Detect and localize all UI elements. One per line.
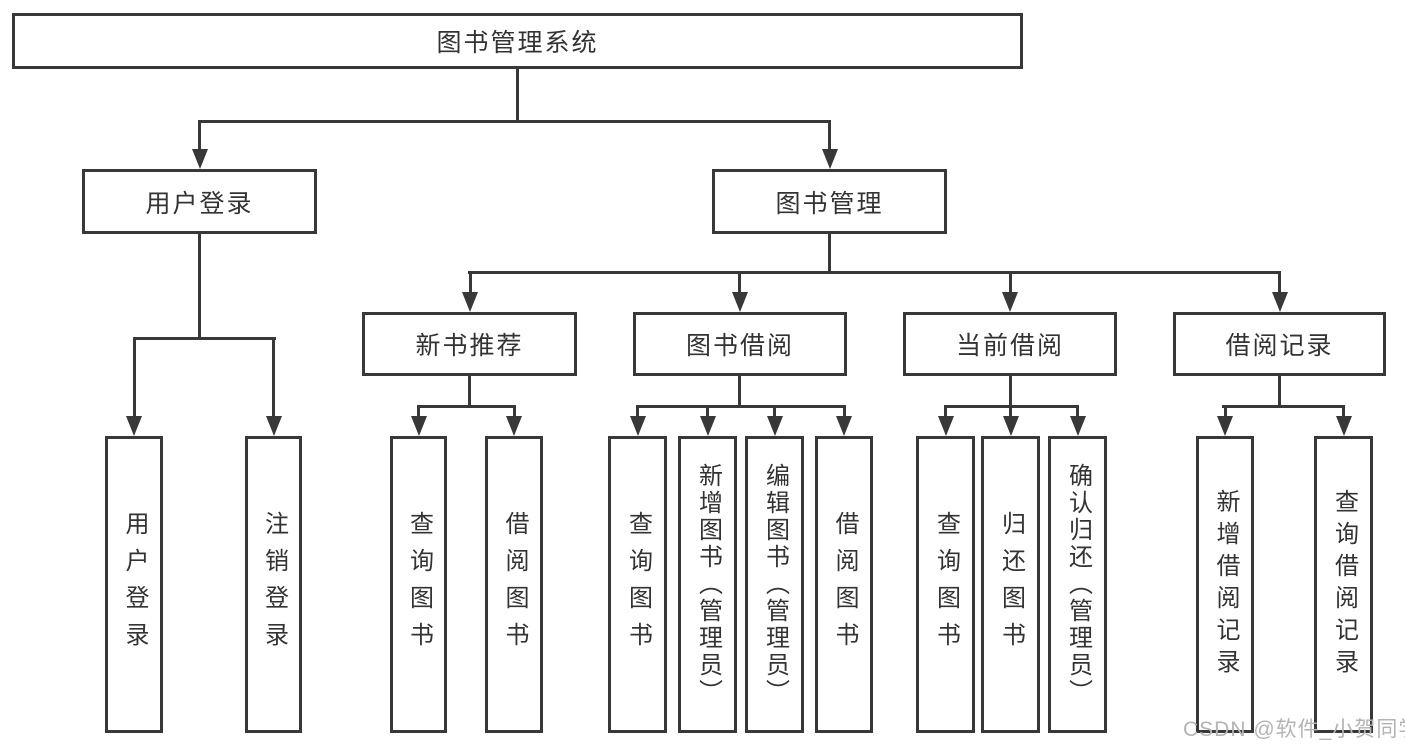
leaf-borrow-query-books: 查询图书 <box>608 436 667 733</box>
connector-stem <box>1008 271 1012 294</box>
arrow-down-icon <box>1271 292 1288 312</box>
leaf-borrow-borrow-books: 借阅图书 <box>815 436 873 733</box>
arrow-down-icon <box>191 149 208 169</box>
leaf-recommend-borrow-books: 借阅图书 <box>485 436 543 733</box>
arrow-down-icon <box>766 416 783 436</box>
leaf-records-add-record: 新增借阅记录 <box>1196 436 1254 733</box>
arrow-down-icon <box>506 416 522 436</box>
connector-recommend-hline <box>417 405 516 408</box>
connector-stem <box>512 405 516 418</box>
node-book-borrow: 图书借阅 <box>633 312 847 376</box>
connector-stem <box>1076 405 1079 418</box>
connector-stem <box>1342 405 1345 418</box>
arrow-down-icon <box>1069 416 1086 436</box>
leaf-logout: 注销登录 <box>245 436 302 733</box>
connector-stem <box>842 405 846 418</box>
connector-borrow-vline <box>738 376 741 408</box>
leaf-borrow-add-books-admin: 新增图书（管理员） <box>678 436 737 733</box>
connector-borrow-hline <box>636 405 846 408</box>
arrow-down-icon <box>836 416 852 436</box>
connector-stem <box>944 405 947 418</box>
arrow-down-icon <box>461 292 478 312</box>
connector-login-hline <box>132 337 276 340</box>
connector-stem <box>636 405 639 418</box>
node-borrow-records: 借阅记录 <box>1173 312 1386 376</box>
connector-stem <box>828 120 831 152</box>
connector-stem <box>1223 405 1227 418</box>
leaf-user-login: 用户登录 <box>105 436 163 733</box>
leaf-records-query-record: 查询借阅记录 <box>1314 436 1373 733</box>
node-new-book-recommend: 新书推荐 <box>362 312 577 376</box>
arrow-down-icon <box>1217 416 1233 436</box>
arrow-down-icon <box>937 416 954 436</box>
csdn-watermark: CSDN @软件_小贺同学 <box>1183 718 1405 741</box>
connector-stem <box>706 405 709 418</box>
connector-stem <box>132 337 136 418</box>
arrow-down-icon <box>410 416 427 436</box>
arrow-down-icon <box>699 416 716 436</box>
connector-stem <box>272 337 275 418</box>
connector-stem <box>468 271 472 294</box>
leaf-borrow-edit-books-admin: 编辑图书（管理员） <box>745 436 804 733</box>
node-root-system: 图书管理系统 <box>12 13 1023 69</box>
arrow-down-icon <box>629 416 646 436</box>
connector-stem <box>1009 405 1012 418</box>
leaf-current-return-books: 归还图书 <box>981 436 1040 733</box>
arrow-down-icon <box>1002 292 1018 312</box>
arrow-down-icon <box>821 149 838 169</box>
arrow-down-icon <box>265 416 282 436</box>
node-book-management: 图书管理 <box>712 169 947 234</box>
arrow-down-icon <box>126 416 142 436</box>
leaf-current-query-books: 查询图书 <box>916 436 975 733</box>
connector-level3-hline <box>468 271 1281 274</box>
connector-current-vline <box>1008 376 1012 408</box>
connector-recommend-vline <box>468 376 471 408</box>
connector-stem <box>773 405 776 418</box>
connector-mgmt-vline <box>828 234 831 274</box>
connector-root-hline <box>198 120 831 123</box>
connector-stem <box>1278 271 1281 294</box>
connector-stem <box>417 405 420 418</box>
arrow-down-icon <box>1002 416 1019 436</box>
node-user-login: 用户登录 <box>82 169 317 234</box>
leaf-current-confirm-return-admin: 确认归还（管理员） <box>1048 436 1107 733</box>
connector-stem <box>198 120 201 152</box>
connector-stem <box>738 271 741 294</box>
leaf-recommend-query-books: 查询图书 <box>390 436 447 733</box>
node-current-borrow: 当前借阅 <box>903 312 1117 376</box>
arrow-down-icon <box>1335 416 1352 436</box>
connector-login-vline <box>198 234 201 340</box>
arrow-down-icon <box>731 292 748 312</box>
connector-records-vline <box>1278 376 1281 408</box>
connector-records-hline <box>1222 405 1345 408</box>
connector-root-vline <box>516 69 519 123</box>
